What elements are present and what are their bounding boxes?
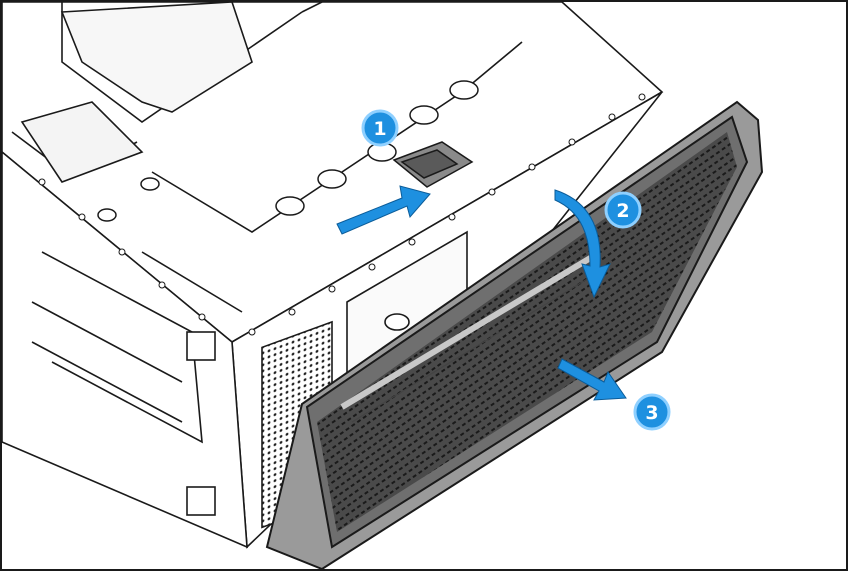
callout-step-1: 1 — [361, 109, 399, 147]
callout-step-2-number: 2 — [616, 200, 629, 222]
rotate-arrow-icon — [554, 189, 611, 299]
callout-step-1-number: 1 — [373, 118, 386, 140]
callout-step-3-number: 3 — [645, 402, 658, 424]
pull-arrow-icon — [557, 358, 627, 401]
chassis-left-side — [2, 150, 248, 549]
callout-step-3: 3 — [633, 393, 671, 431]
edge-screw-holes — [38, 93, 646, 336]
release-latch — [392, 141, 474, 188]
push-arrow-icon — [336, 185, 431, 235]
callout-step-2: 2 — [604, 191, 642, 229]
top-panel-slots — [97, 80, 479, 222]
